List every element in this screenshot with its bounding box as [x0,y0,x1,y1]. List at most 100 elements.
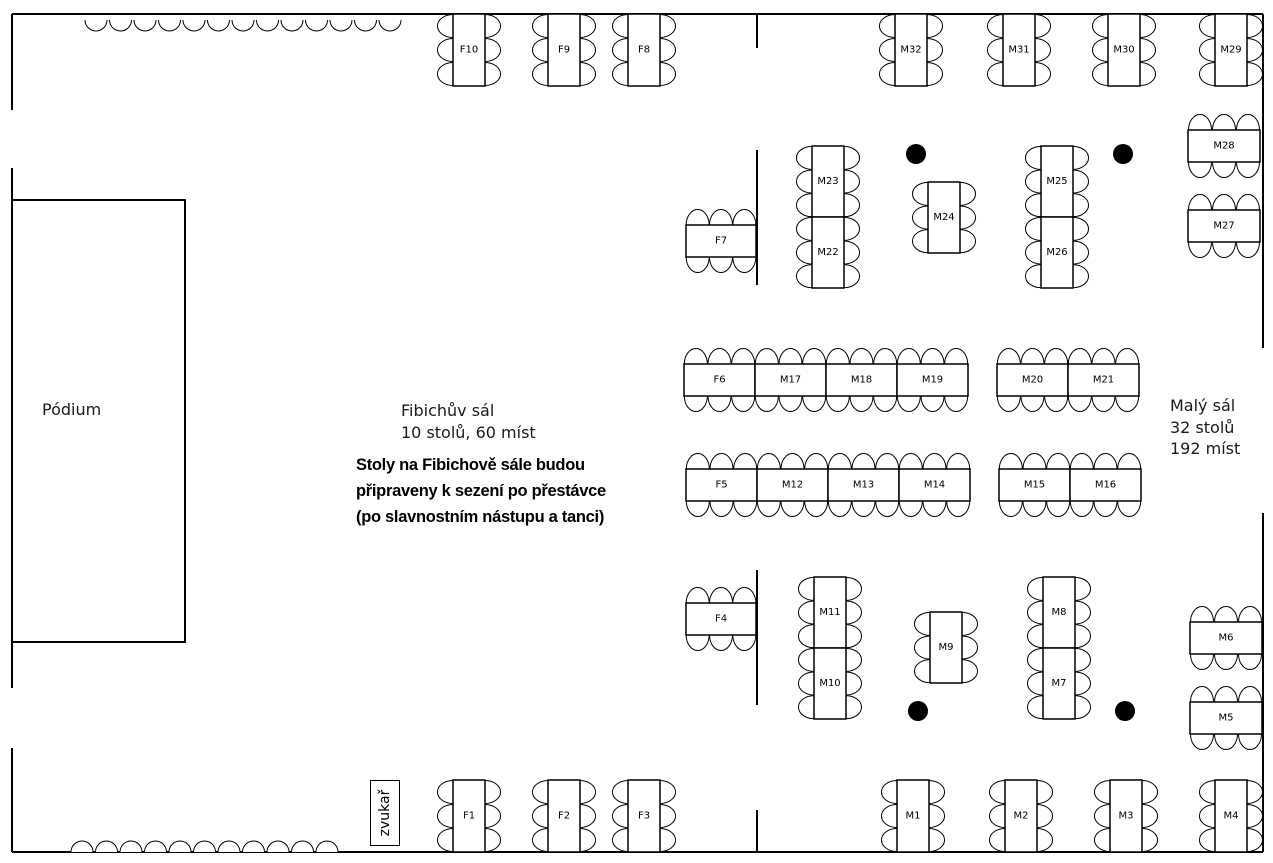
table-f4[interactable]: F4 [685,587,757,651]
table-m17[interactable]: M17 [754,348,827,412]
chair [532,828,549,852]
table-f6[interactable]: F6 [683,348,756,412]
table-f2[interactable]: F2 [532,779,596,853]
table-m5[interactable]: M5 [1189,686,1263,750]
bench-seat [70,840,94,853]
table-label: M4 [1224,811,1239,822]
table-m31[interactable]: M31 [987,13,1051,87]
chair [946,453,971,470]
table-f5[interactable]: F5 [685,453,758,517]
pillar [1115,701,1135,721]
chair [879,38,896,62]
chair [612,780,629,804]
table-m15[interactable]: M15 [998,452,1071,518]
table-f1[interactable]: F1 [437,779,501,853]
table-m9[interactable]: M9 [914,611,978,684]
table-m20[interactable]: M20 [996,347,1069,413]
table-f8[interactable]: F8 [612,13,676,87]
bench-seat [305,19,328,32]
sound-desk-label: zvukař [377,789,393,837]
table-top [811,216,845,289]
chair [1093,500,1118,517]
chair [961,611,978,636]
table-label: M8 [1052,607,1067,618]
table-m32[interactable]: M32 [879,13,943,87]
table-m21[interactable]: M21 [1067,348,1140,412]
maly-room-seats: 192 míst [1170,439,1241,459]
table-f7[interactable]: F7 [685,209,757,273]
chair [709,634,733,651]
table-m26[interactable]: M26 [1025,216,1089,289]
chair [1141,804,1158,828]
chair [532,780,549,804]
table-m10[interactable]: M10 [798,647,862,720]
chair [1212,114,1236,131]
chair [851,500,876,517]
chair [989,804,1006,828]
table-f9[interactable]: F9 [532,13,596,87]
table-m22[interactable]: M22 [796,216,860,289]
chair [1199,62,1216,86]
table-f10[interactable]: F10 [437,13,501,87]
chair [484,804,501,828]
table-m27[interactable]: M27 [1187,194,1261,258]
table-top [898,468,971,502]
chair [733,453,758,470]
chair [1074,647,1091,672]
chair [1072,216,1089,241]
table-label: M23 [817,176,838,187]
table-m11[interactable]: M11 [798,576,862,649]
table-top [896,779,930,853]
table-m23[interactable]: M23 [796,145,860,218]
chair [1072,193,1089,218]
table-m7[interactable]: M7 [1027,647,1091,720]
table-m8[interactable]: M8 [1027,576,1091,649]
chair [875,453,900,470]
table-label: M24 [933,212,954,223]
table-m1[interactable]: M1 [881,779,945,853]
chair [732,209,757,226]
chair [579,780,596,804]
table-m30[interactable]: M30 [1092,13,1156,87]
chair [1034,38,1051,62]
table-m25[interactable]: M25 [1025,145,1089,218]
chair [709,256,733,273]
bench-seat [378,19,402,32]
chair [1044,348,1069,365]
bench-seat [95,840,118,853]
table-label: F8 [638,45,650,56]
chair [1246,62,1263,86]
table-m19[interactable]: M19 [896,348,969,412]
table-m12[interactable]: M12 [756,453,829,517]
table-m16[interactable]: M16 [1069,453,1142,517]
chair [987,62,1004,86]
chair [879,14,896,38]
chair [845,600,862,625]
chair [1238,653,1262,670]
table-m6[interactable]: M6 [1189,606,1263,670]
table-m3[interactable]: M3 [1094,779,1158,853]
table-m29[interactable]: M29 [1199,13,1263,87]
table-top [929,611,963,684]
table-label: F5 [715,480,727,491]
chair [709,209,733,226]
table-m4[interactable]: M4 [1199,779,1263,853]
chair [802,348,827,365]
chair [1046,500,1071,517]
table-f3[interactable]: F3 [612,779,676,853]
chair [1020,348,1045,365]
chair [1141,828,1158,852]
chair [827,453,852,470]
table-m2[interactable]: M2 [989,779,1053,853]
table-m14[interactable]: M14 [898,453,971,517]
chair [1139,62,1156,86]
table-top [996,363,1069,397]
table-m18[interactable]: M18 [825,348,898,412]
table-top [452,779,486,853]
table-m24[interactable]: M24 [912,181,976,254]
chair [845,624,862,649]
table-m28[interactable]: M28 [1187,114,1261,178]
table-m13[interactable]: M13 [827,453,900,517]
table-top [1187,129,1261,163]
